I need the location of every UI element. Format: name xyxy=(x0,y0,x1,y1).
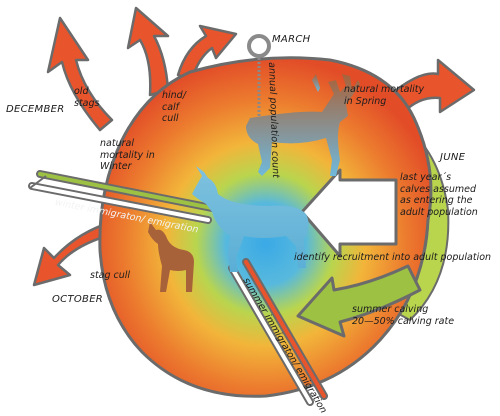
summer-immigration-bars xyxy=(228,258,328,406)
natural-mortality-winter-label: natural mortality in Winter xyxy=(100,138,155,172)
summer-calving-arrow xyxy=(296,264,422,338)
month-june-label: JUNE xyxy=(440,152,466,163)
hind-calf-cull-label: hind/ calf cull xyxy=(162,90,186,124)
last-years-calves-label: last year´s calves assumed as entering t… xyxy=(400,172,478,218)
month-october-label: OCTOBER xyxy=(52,294,104,305)
summer-calving-label: summer calving 20—50% calving rate xyxy=(352,304,455,327)
old-stags-arrow xyxy=(46,16,114,132)
month-march-label: MARCH xyxy=(272,34,311,45)
natural-mortality-spring-arrow xyxy=(388,58,476,114)
calves-entering-arrow xyxy=(300,168,398,258)
identify-recruitment-label: identify recruitment into adult populati… xyxy=(294,252,492,263)
hind-calf-cull-arrow xyxy=(126,6,170,97)
calf-icon xyxy=(148,222,194,292)
stag-cull-arrow xyxy=(32,220,114,287)
winter-immigration-bars xyxy=(28,170,216,224)
stag-cull-label: stag cull xyxy=(90,270,131,281)
old-stags-label: old stags xyxy=(74,86,100,109)
month-december-label: DECEMBER xyxy=(6,104,65,115)
natural-mortality-spring-label: natural mortality in Spring xyxy=(344,84,425,107)
hind-icon xyxy=(192,166,309,272)
stag-icon xyxy=(246,74,360,176)
